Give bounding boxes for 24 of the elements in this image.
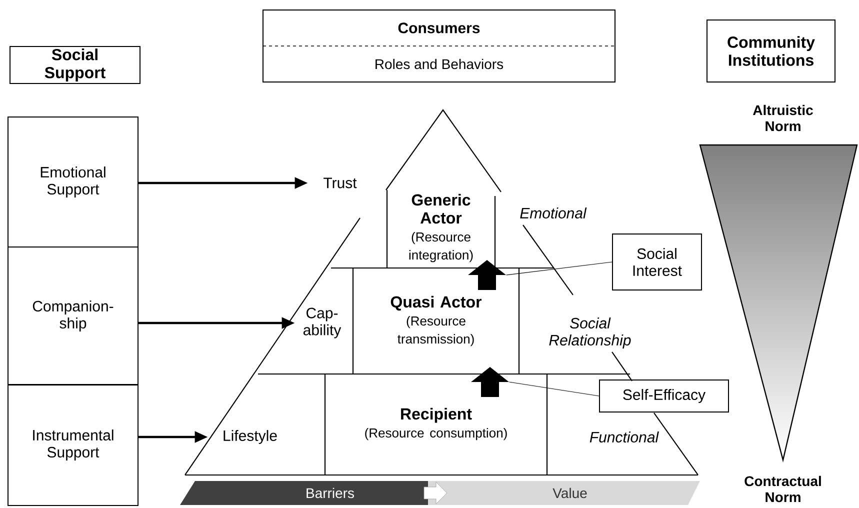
- band-label: Barriers: [306, 488, 354, 498]
- support-box: Instrumental Support: [8, 384, 138, 506]
- band-label: Value: [552, 488, 587, 498]
- callout-box: Self-Efficacy: [599, 380, 729, 412]
- norm-label: Contractual Norm: [744, 476, 821, 502]
- leader-line: [508, 382, 600, 396]
- pyramid-label: Functional: [590, 431, 659, 442]
- leader-line: [506, 262, 612, 276]
- pyramid-label: Trust: [324, 178, 357, 188]
- norm-label: Altruistic Norm: [753, 104, 813, 132]
- support-box: Companion- ship: [8, 246, 138, 386]
- pyramid-label: Cap- ability: [303, 308, 342, 338]
- pyramid-label: Social Relationship: [549, 318, 631, 348]
- support-box: Emotional Support: [8, 116, 138, 248]
- pyramid-label: Emotional: [520, 208, 587, 218]
- block-arrow: [471, 367, 509, 397]
- header-box: Community Institutions: [706, 20, 836, 82]
- actor-label: Generic Actor (Resource integration): [409, 194, 473, 262]
- pyramid-label: Lifestyle: [224, 430, 277, 444]
- header-box: Social Support: [10, 46, 140, 84]
- callout-box: Social Interest: [612, 234, 702, 290]
- actor-label: Quasi Actor (Resource transmission): [390, 296, 482, 346]
- actor-label: Recipient (Resource consumption): [365, 408, 507, 440]
- header-box: Consumers Roles and Behaviors: [262, 10, 616, 82]
